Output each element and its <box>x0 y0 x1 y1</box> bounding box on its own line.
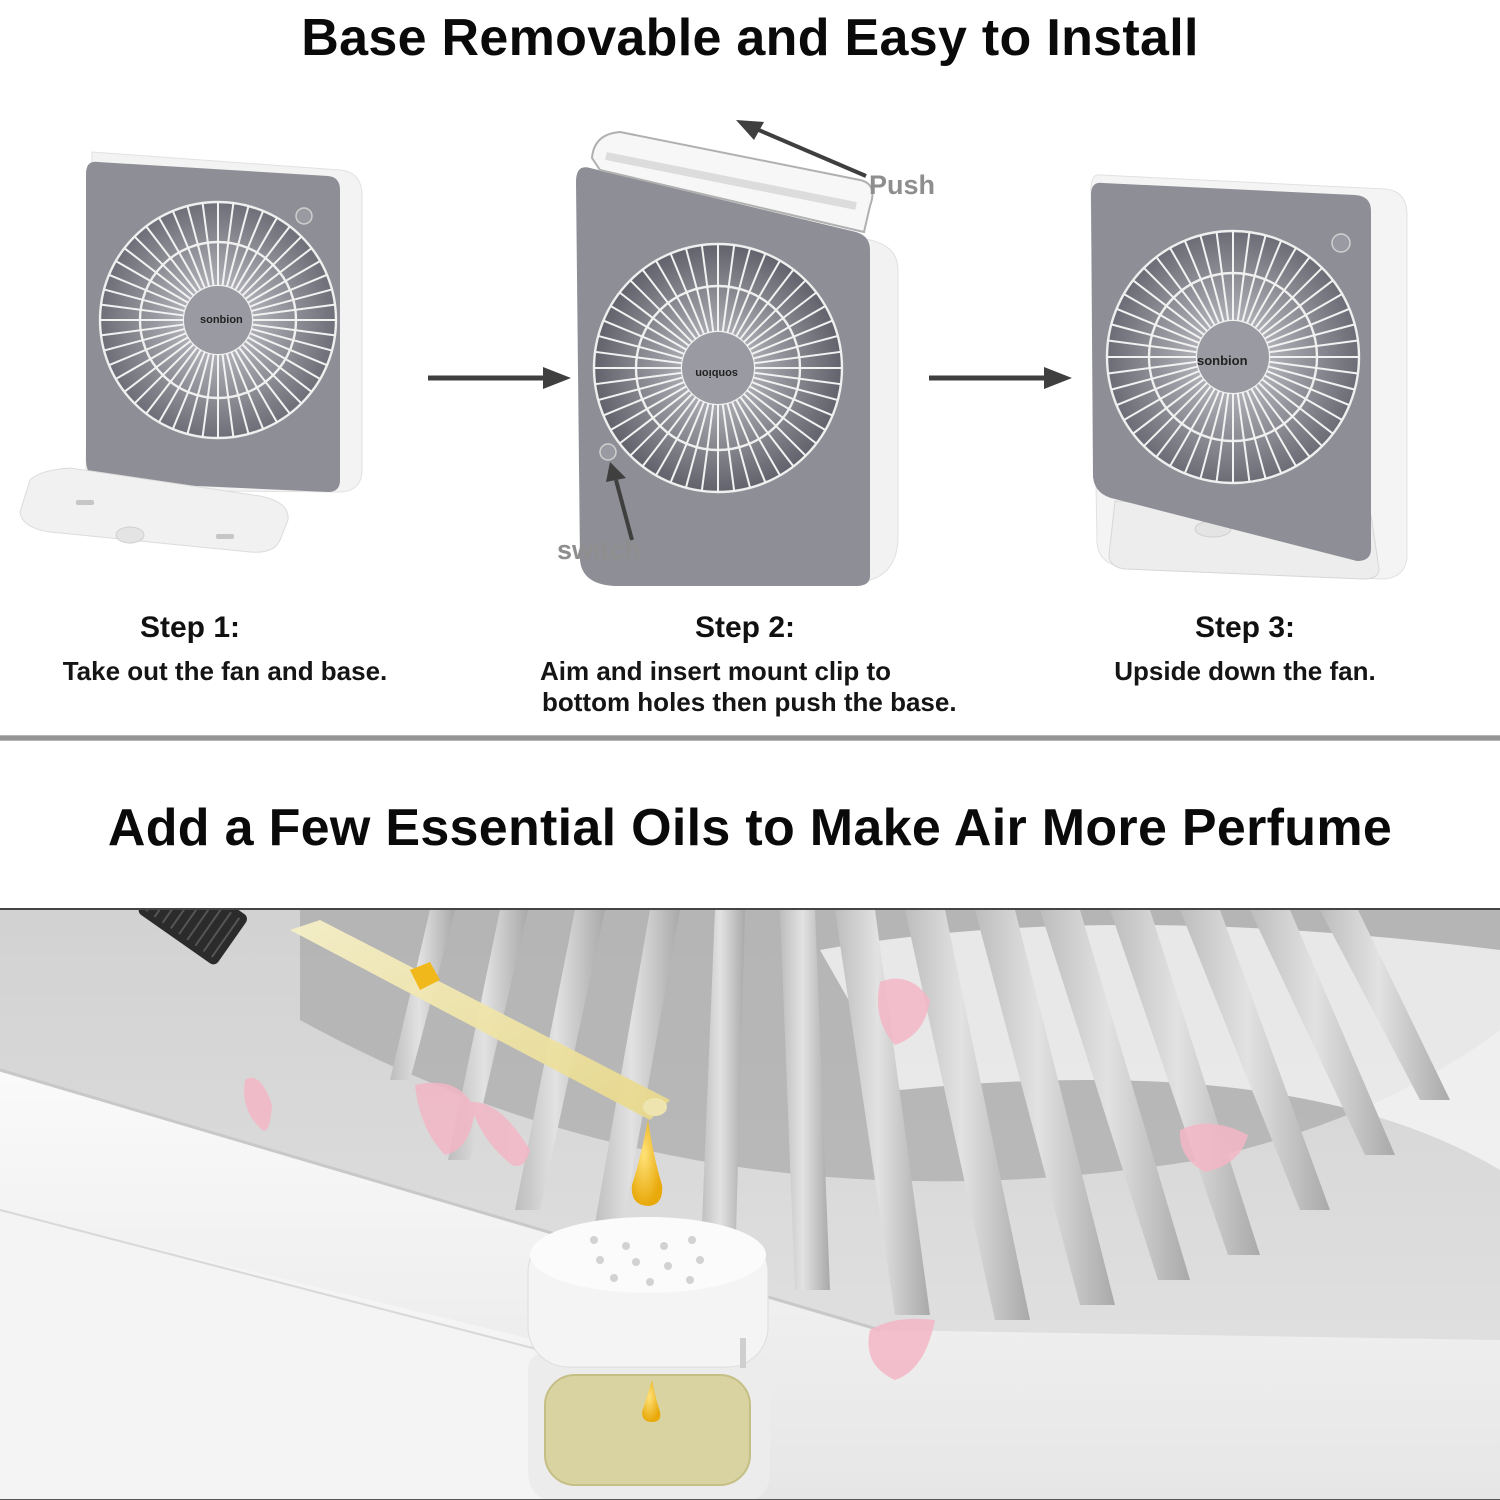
aroma-cap <box>527 1217 769 1368</box>
step-3-title: Step 3: <box>1194 611 1296 644</box>
essential-oil-photo <box>0 908 1500 1500</box>
step3-fan-illustration: sonbion <box>1090 174 1408 580</box>
step-2-description-line-2: bottom holes then push the base. <box>542 687 957 717</box>
step-3-description: Upside down the fan. <box>1114 656 1376 686</box>
step2-fan-illustration: sonbion <box>576 130 899 586</box>
step-1-description: Take out the fan and base. <box>62 656 388 686</box>
brand-logo: sonbion <box>1197 353 1248 368</box>
step-2-description: Aim and insert mount clip to bottom hole… <box>530 656 1030 718</box>
step-1-title: Step 1: <box>139 611 241 644</box>
push-arrow-icon <box>736 120 867 178</box>
fan-grille-bars <box>390 910 1450 1320</box>
brand-logo: sonbion <box>200 314 243 326</box>
push-label: Push <box>869 170 936 200</box>
sponge-pad <box>544 1374 751 1486</box>
power-button-icon <box>599 443 617 461</box>
oil-drop <box>631 1120 663 1206</box>
section-divider <box>0 735 1500 741</box>
brand-logo: sonbion <box>695 367 738 379</box>
essential-oil-illustration <box>0 910 1500 1500</box>
right-arrow-icon <box>929 367 1072 389</box>
dropper-pipette <box>138 910 670 1120</box>
flower-petals <box>244 978 1248 1380</box>
install-section-title: Base Removable and Easy to Install <box>301 9 1199 67</box>
switch-arrow-icon <box>606 462 634 541</box>
oils-section-title: Add a Few Essential Oils to Make Air Mor… <box>107 799 1393 857</box>
step-2-title: Step 2: <box>694 611 796 644</box>
step-2-description-line-1: Aim and insert mount clip to <box>540 656 892 686</box>
step-1: Step 1: Take out the fan and base. <box>20 610 430 687</box>
step1-fan-illustration: sonbion <box>19 151 363 553</box>
power-button-icon <box>295 207 313 225</box>
step-2: Step 2: Aim and insert mount clip to bot… <box>530 610 1030 718</box>
switch-label: switch <box>557 535 642 565</box>
step-3: Step 3: Upside down the fan. <box>1080 610 1410 687</box>
right-arrow-icon <box>428 367 571 389</box>
power-button-icon <box>1331 233 1351 253</box>
